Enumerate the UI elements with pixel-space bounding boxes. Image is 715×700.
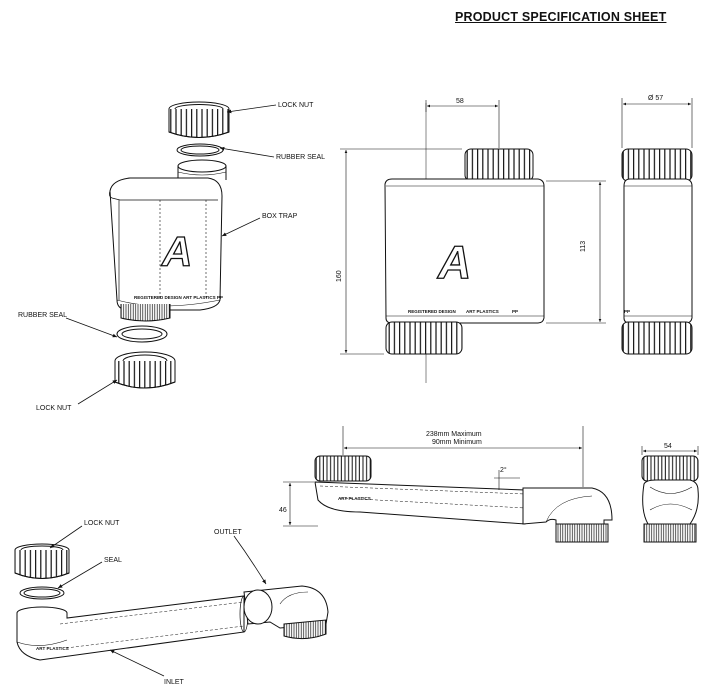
dim-width-58: 58: [456, 98, 464, 105]
dim-angle: 2°: [500, 466, 507, 474]
label-rubber-seal-top: RUBBER SEAL: [276, 154, 325, 161]
front-view: A REGISTERED DESIGN ART PLASTICS PP 58: [336, 98, 606, 383]
label-outlet: OUTLET: [214, 529, 242, 536]
label-pipe-seal: SEAL: [104, 557, 122, 564]
pipe-end-view: 54: [641, 443, 699, 543]
dim-width-54: 54: [664, 443, 672, 450]
bottom-lock-nut: [114, 351, 176, 389]
pipe-trap-view: ART PLASTICS 238mm Maximum 90mm Minimum: [279, 426, 613, 543]
front-brand-text: ART PLASTICS: [466, 309, 499, 314]
bottom-rubber-seal: [116, 325, 168, 343]
exploded-pipe-trap: ART PLASTICS: [14, 525, 329, 677]
pipe-lock-nut: [14, 543, 70, 579]
dim-height-160: 160: [336, 270, 343, 282]
dim-height-46: 46: [279, 507, 287, 514]
dim-max-length: 238mm Maximum: [426, 431, 482, 438]
top-lock-nut: [168, 101, 230, 138]
outlet-elbow: [243, 585, 329, 640]
side-material-text: PP: [624, 309, 630, 314]
label-box-trap: BOX TRAP: [262, 213, 298, 220]
front-material-text: PP: [512, 309, 518, 314]
side-view: PP Ø 57: [621, 95, 693, 355]
label-lock-nut-top: LOCK NUT: [278, 102, 314, 109]
label-lock-nut-bottom: LOCK NUT: [36, 405, 72, 412]
dim-diameter-57: Ø 57: [648, 95, 663, 102]
front-logo: A: [437, 236, 471, 288]
svg-text:ART PLASTICS: ART PLASTICS: [36, 646, 69, 651]
exploded-logo: A: [161, 228, 192, 275]
label-inlet: INLET: [164, 679, 185, 686]
label-pipe-lock-nut: LOCK NUT: [84, 520, 120, 527]
front-registered-text: REGISTERED DESIGN: [408, 309, 456, 314]
pipe-body-text: ART PLASTICS: [338, 496, 371, 501]
dim-min-length: 90mm Minimum: [432, 439, 482, 446]
dim-height-113: 113: [580, 241, 587, 252]
inlet-pipe: ART PLASTICS: [16, 595, 249, 661]
top-rubber-seal: [176, 143, 224, 157]
label-rubber-seal-bottom: RUBBER SEAL: [18, 312, 67, 319]
exploded-box-trap: A REGISTERED DESIGN ART PLASTICS PP: [65, 101, 277, 405]
sheet-title: PRODUCT SPECIFICATION SHEET: [455, 10, 667, 24]
pipe-seal: [19, 586, 65, 600]
box-trap-body: A REGISTERED DESIGN ART PLASTICS PP: [108, 159, 227, 322]
callout-labels: LOCK NUT RUBBER SEAL BOX TRAP RUBBER SEA…: [18, 102, 325, 686]
exploded-body-text: REGISTERED DESIGN ART PLASTICS PP: [134, 295, 223, 300]
